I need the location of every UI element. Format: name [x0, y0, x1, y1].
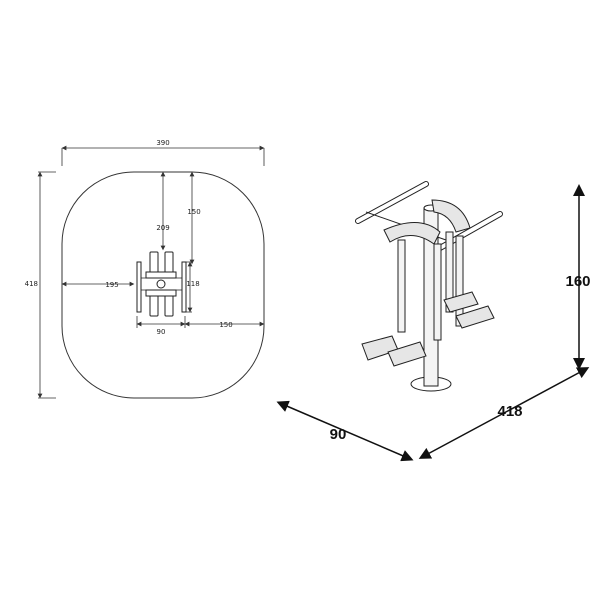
right-clearance-label: 150 [219, 321, 232, 329]
equipment-width-label: 90 [157, 328, 166, 336]
overall-width-label: 390 [156, 139, 169, 147]
right-clearance-dimension: 150 [184, 321, 265, 329]
overall-width-dimension: 390 [61, 139, 265, 166]
depth-label: 90 [330, 426, 347, 443]
swing-arm-brackets [383, 199, 471, 245]
plan-view: 390 418 209 150 195 118 [25, 139, 265, 399]
front-clearance-dimension: 209 [156, 171, 170, 251]
back-clearance-label: 150 [187, 208, 200, 216]
height-dimension: 160 [565, 184, 591, 370]
equipment-width-dimension: 90 [136, 316, 186, 336]
front-clearance-label: 209 [156, 224, 169, 232]
overall-depth-label: 418 [25, 280, 38, 288]
overall-depth-dimension: 418 [25, 171, 56, 399]
equipment-length-label: 118 [186, 280, 199, 288]
equipment-top-view [136, 251, 187, 317]
length-label: 418 [497, 403, 522, 420]
length-dimension: 418 [418, 367, 590, 459]
perspective-view: 160 90 418 [276, 181, 591, 462]
pendulum-legs [397, 231, 464, 341]
left-clearance-label: 195 [105, 281, 118, 289]
height-label: 160 [565, 273, 590, 290]
foot-pedals [361, 291, 495, 367]
depth-dimension: 90 [276, 400, 414, 462]
equipment-length-dimension: 118 [185, 261, 200, 313]
left-clearance-dimension: 195 [61, 281, 135, 289]
back-clearance-dimension: 150 [187, 171, 201, 265]
